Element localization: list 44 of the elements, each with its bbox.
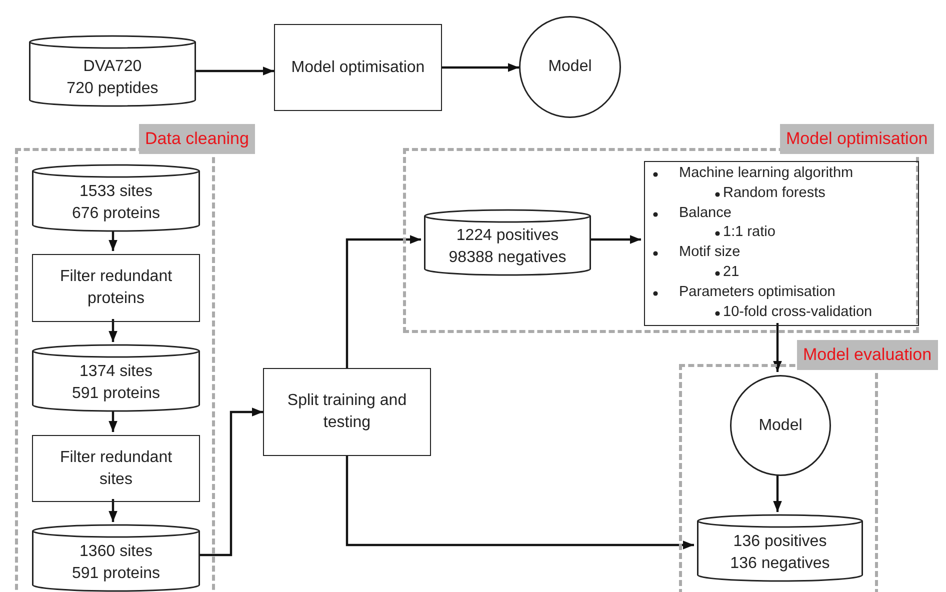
list-text: 10-fold cross-validation xyxy=(723,304,872,320)
arrow xyxy=(197,408,263,556)
node-label: Filter redundant proteins xyxy=(58,267,174,309)
node-label: Model xyxy=(548,58,592,76)
node-label: 1360 sites xyxy=(80,542,152,562)
node-label: Model optimisation xyxy=(291,58,425,78)
node-label: 676 proteins xyxy=(72,204,160,224)
group-heading: Data cleaning xyxy=(139,124,255,154)
process-box xyxy=(274,24,442,111)
list-text: Balance xyxy=(679,204,732,221)
list-text: Parameters optimisation xyxy=(679,284,836,300)
node-label: DVA720 xyxy=(83,57,142,77)
process-box xyxy=(32,254,200,322)
node-label: Filter redundant sites xyxy=(58,448,174,490)
node-label: 1224 positives xyxy=(456,226,559,246)
group-heading: Model evaluation xyxy=(797,340,938,370)
list-text: Machine learning algorithm xyxy=(679,165,854,181)
node-label: 1533 sites xyxy=(80,182,152,202)
arrow xyxy=(346,235,421,368)
arrow xyxy=(773,473,782,512)
node-label: 1374 sites xyxy=(80,362,152,382)
node-label: 720 peptides xyxy=(66,79,158,99)
list-text: Motif size xyxy=(679,244,740,260)
arrow xyxy=(442,63,519,72)
arrow xyxy=(588,235,641,244)
node-label: 591 proteins xyxy=(72,384,160,404)
arrow xyxy=(108,499,118,522)
node-label: 136 positives xyxy=(733,532,827,552)
node-label: 136 negatives xyxy=(730,554,830,574)
process-box xyxy=(32,435,200,502)
list-text: 21 xyxy=(723,264,740,280)
process-box xyxy=(263,368,431,456)
node-label: 591 proteins xyxy=(72,564,160,584)
settings-list-box xyxy=(644,161,919,326)
arrow xyxy=(773,323,782,372)
arrow xyxy=(346,456,694,550)
arrow xyxy=(108,319,118,342)
list-text: 1:1 ratio xyxy=(723,224,776,240)
arrow xyxy=(196,66,274,76)
group-heading: Model optimisation xyxy=(780,124,934,154)
node-label: 98388 negatives xyxy=(448,248,566,268)
node-label: Model xyxy=(758,416,802,434)
list-text: Random forests xyxy=(723,184,826,201)
node-label: Split training and testing xyxy=(286,391,408,433)
